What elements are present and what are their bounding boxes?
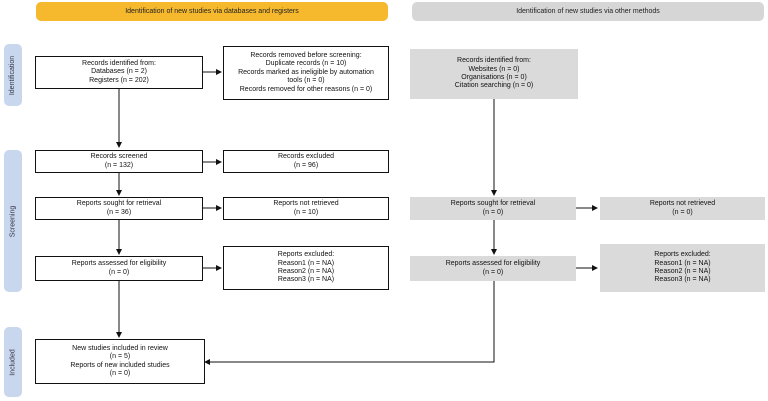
records-removed-box: Records removed before screening: Duplic…: [223, 46, 389, 100]
other-reports-excluded-box: Reports excluded: Reason1 (n = NA) Reaso…: [600, 244, 765, 292]
reports-not-retrieved-box: Reports not retrieved (n = 10): [223, 197, 389, 220]
other-reports-assessed-box: Reports assessed for eligibility (n = 0): [410, 256, 576, 281]
screening-phase-label: Screening: [4, 150, 22, 292]
other-reports-sought-box: Reports sought for retrieval (n = 0): [410, 197, 576, 220]
other-records-identified-box: Records identified from: Websites (n = 0…: [410, 49, 578, 99]
databases-section-header: Identification of new studies via databa…: [36, 2, 388, 21]
reports-excluded-box: Reports excluded: Reason1 (n = NA) Reaso…: [223, 246, 389, 290]
records-identified-box: Records identified from: Databases (n = …: [35, 56, 203, 89]
other-methods-section-header: Identification of new studies via other …: [412, 2, 764, 21]
identification-phase-label: Identification: [4, 44, 22, 106]
other-methods-header-label: Identification of new studies via other …: [516, 8, 660, 15]
records-screened-box: Records screened (n = 132): [35, 150, 203, 173]
records-excluded-box: Records excluded (n = 96): [223, 150, 389, 173]
reports-sought-box: Reports sought for retrieval (n = 36): [35, 197, 203, 220]
other-reports-not-retrieved-box: Reports not retrieved (n = 0): [600, 197, 765, 220]
included-phase-label: Included: [4, 327, 22, 397]
studies-included-box: New studies included in review (n = 5) R…: [35, 339, 205, 384]
databases-header-label: Identification of new studies via databa…: [125, 8, 299, 15]
reports-assessed-box: Reports assessed for eligibility (n = 0): [35, 256, 203, 281]
